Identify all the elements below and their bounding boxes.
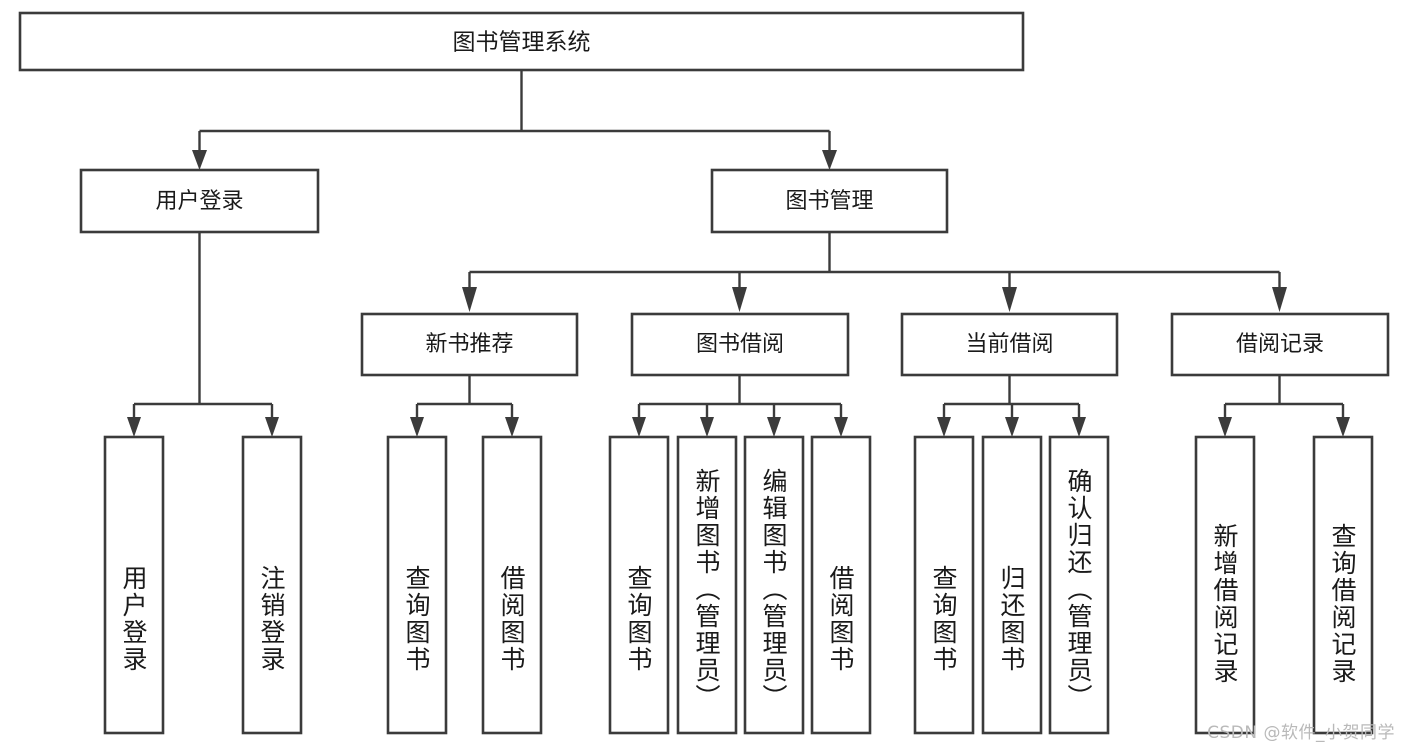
- arrow-head-leaf-query-book-3: [937, 417, 951, 437]
- arrow-head-leaf-add-borrow-record: [1218, 417, 1232, 437]
- arrow-head-current-borrow: [1002, 287, 1017, 312]
- node-book-borrow-label: 图书借阅: [696, 332, 784, 357]
- arrow-head-leaf-edit-book-admin: [767, 417, 781, 437]
- arrow-head-borrow-record: [1272, 287, 1287, 312]
- node-book-manage-box[interactable]: [710, 168, 949, 234]
- node-leaf-confirm-return-admin-box[interactable]: [1048, 435, 1110, 735]
- arrow-head-leaf-query-borrow-record: [1336, 417, 1350, 437]
- arrow-head-leaf-return-book: [1005, 417, 1019, 437]
- node-current-borrow-box[interactable]: [900, 312, 1119, 377]
- arrow-head-leaf-query-book-2: [632, 417, 646, 437]
- arrow-head-leaf-borrow-book-1: [505, 417, 519, 437]
- node-new-book-recommend-label: 新书推荐: [425, 332, 513, 357]
- node-leaf-edit-book-admin-box[interactable]: [743, 435, 805, 735]
- node-leaf-query-book-2-box[interactable]: [608, 435, 670, 735]
- node-leaf-return-book-box[interactable]: [981, 435, 1043, 735]
- node-borrow-record-box[interactable]: [1170, 312, 1390, 377]
- node-leaf-borrow-book-1-box[interactable]: [481, 435, 543, 735]
- arrow-head-leaf-borrow-book-2: [834, 417, 848, 437]
- arrow-head-book-borrow: [732, 287, 747, 312]
- nodes-layer: 图书管理系统 用户登录 图书管理 新书推荐 图书借阅 当前借阅 借阅记录: [18, 11, 1390, 735]
- node-leaf-add-book-admin-box[interactable]: [676, 435, 738, 735]
- node-root-label: 图书管理系统: [453, 30, 591, 56]
- node-leaf-logout-login-box[interactable]: [241, 435, 303, 735]
- node-leaf-borrow-book-2-box[interactable]: [810, 435, 872, 735]
- node-book-borrow-box[interactable]: [630, 312, 850, 377]
- node-user-login-box[interactable]: [79, 168, 320, 234]
- arrow-head-book-manage: [822, 150, 837, 170]
- node-book-manage-label: 图书管理: [785, 189, 873, 214]
- arrow-head-leaf-logout-login: [265, 417, 279, 437]
- node-user-login-label: 用户登录: [155, 189, 243, 214]
- node-new-book-recommend-box[interactable]: [360, 312, 579, 377]
- connectors-layer: [127, 70, 1350, 437]
- arrow-head-leaf-add-book-admin: [700, 417, 714, 437]
- arrow-head-leaf-query-book-1: [410, 417, 424, 437]
- node-leaf-user-login-box[interactable]: [103, 435, 165, 735]
- node-leaf-query-book-3-box[interactable]: [913, 435, 975, 735]
- arrow-head-leaf-user-login: [127, 417, 141, 437]
- node-leaf-query-book-1-box[interactable]: [386, 435, 448, 735]
- node-leaf-add-borrow-record-box[interactable]: [1194, 435, 1256, 735]
- node-borrow-record-label: 借阅记录: [1236, 332, 1324, 357]
- arrow-head-new-book-recommend: [462, 287, 477, 312]
- node-root-box[interactable]: [18, 11, 1025, 72]
- arrow-head-leaf-confirm-return-admin: [1072, 417, 1086, 437]
- node-current-borrow-label: 当前借阅: [965, 332, 1053, 357]
- arrow-head-user-login: [192, 150, 207, 170]
- node-leaf-query-borrow-record-box[interactable]: [1312, 435, 1374, 735]
